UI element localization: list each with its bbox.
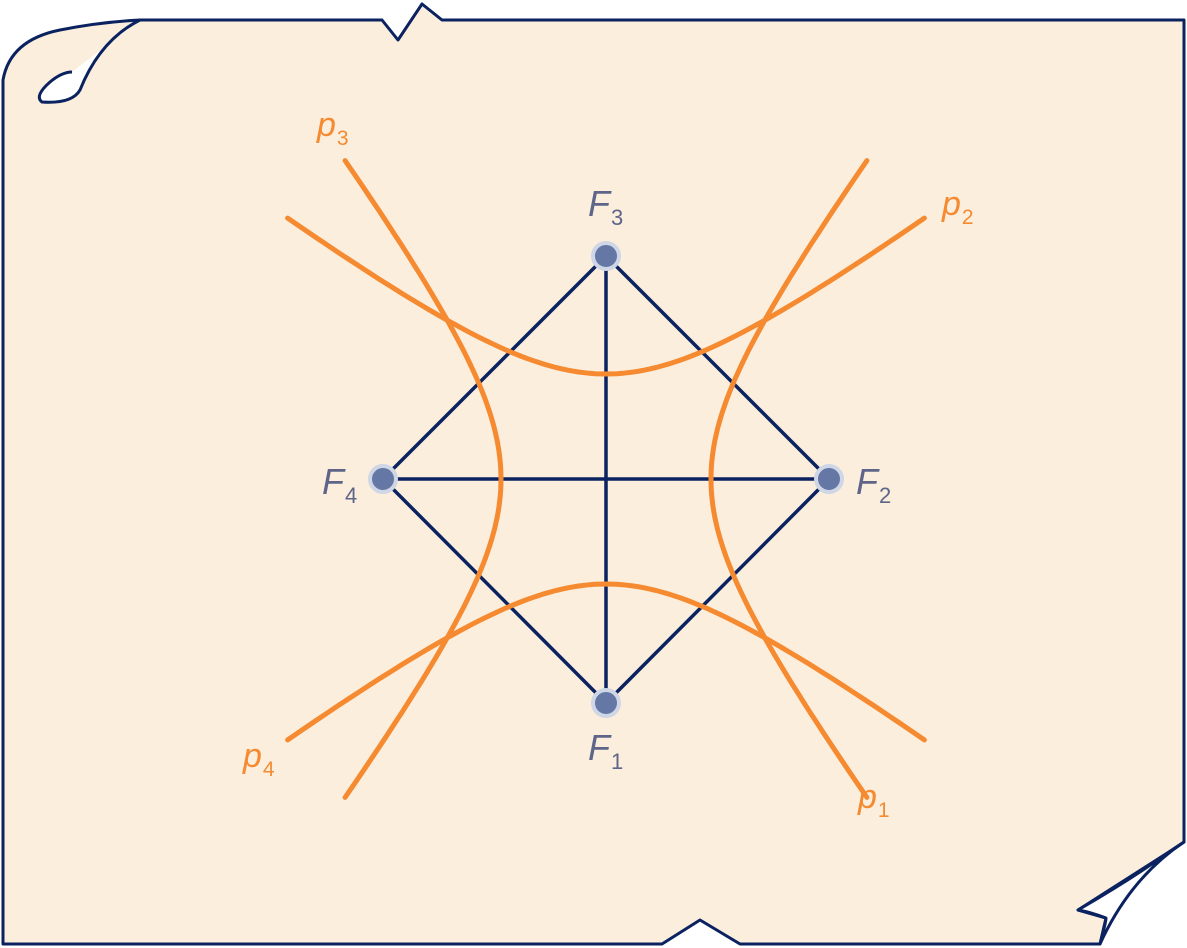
hyperbola-curves [285,158,927,800]
curve-p4 [342,158,504,800]
focus-point-f3 [591,241,621,271]
focus-labels: F1 F2 F3 F4 [322,183,891,774]
focus-points [368,241,844,718]
focus-point-f1 [591,688,621,718]
edge-f4-f1 [381,477,608,705]
curve-p1 [285,581,927,743]
label-f4: F4 [322,461,357,508]
curve-p2 [708,158,870,800]
label-p3: p3 [316,106,349,150]
top-left-curl [37,18,141,104]
curve-labels: p1 p2 p3 p4 [242,106,974,822]
focal-square [381,254,831,705]
focus-point-f4 [368,464,398,494]
label-p2: p2 [941,185,974,229]
label-p1: p1 [857,778,890,822]
edge-f1-f2 [604,477,831,705]
curve-p3 [285,215,927,377]
label-f3: F3 [588,183,623,230]
label-p4: p4 [242,737,275,781]
edge-f2-f3 [604,254,831,481]
bottom-right-curl [1076,840,1186,946]
focus-point-f2 [814,464,844,494]
label-f1: F1 [588,727,623,774]
label-f2: F2 [856,461,891,508]
edge-f3-f4 [381,254,608,481]
